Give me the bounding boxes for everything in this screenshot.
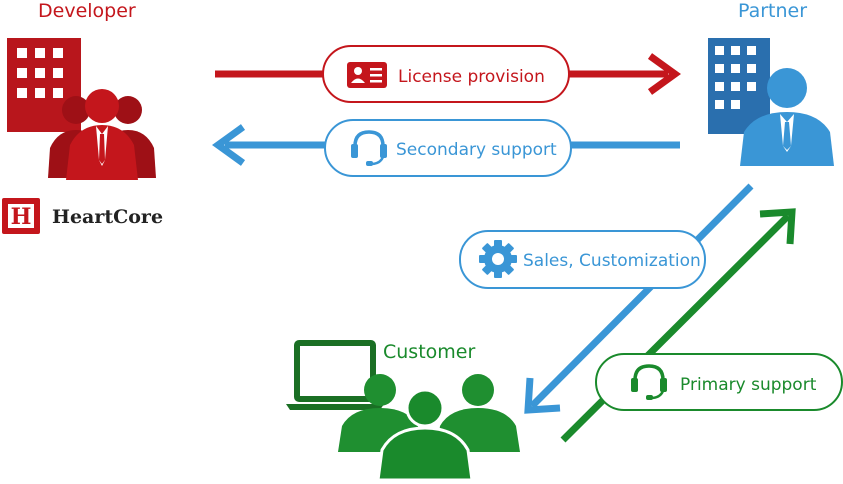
building-people-icon [7, 38, 156, 180]
pill-label: Sales, Customization [523, 251, 701, 271]
partner-label: Partner [738, 0, 808, 22]
laptop-people-icon [286, 340, 520, 482]
customer-label: Customer [383, 341, 476, 363]
developer-label: Developer [38, 0, 136, 22]
pill-sales-customization: Sales, Customization [459, 230, 706, 289]
id-card-icon [347, 62, 387, 88]
pill-secondary-support: Secondary support [324, 119, 572, 177]
heartcore-logo: H HeartCore [2, 198, 163, 234]
headset-icon [351, 130, 387, 166]
pill-label: Primary support [680, 375, 817, 395]
pill-primary-support: Primary support [595, 353, 843, 411]
headset-icon [631, 364, 667, 400]
pill-label: License provision [398, 67, 545, 87]
gear-icon [479, 240, 517, 278]
flow-arrow-sales [524, 183, 754, 414]
flow-arrow-primary [560, 208, 796, 443]
brand-name: HeartCore [52, 206, 163, 228]
logo-letter: H [11, 204, 32, 230]
building-person-icon [708, 38, 834, 166]
pill-license-provision: License provision [322, 45, 570, 103]
pill-label: Secondary support [396, 140, 557, 160]
